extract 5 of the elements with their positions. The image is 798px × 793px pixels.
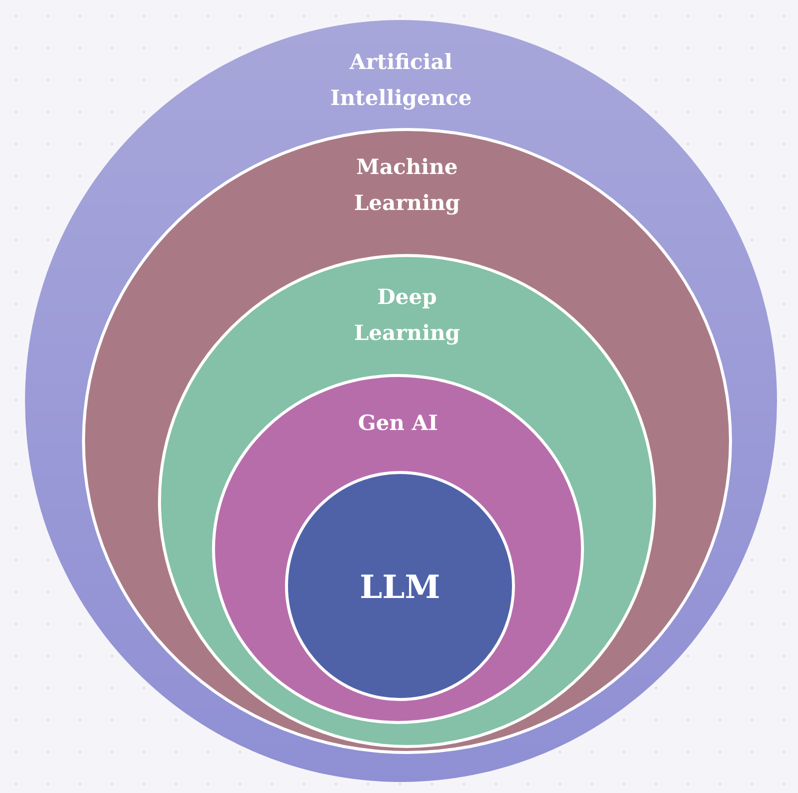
circle-label: Deep Learning	[353, 283, 461, 347]
circle-label: LLM	[360, 567, 440, 607]
circle-label: Gen AI	[358, 409, 438, 437]
circle-label: Machine Learning	[353, 153, 461, 217]
circle-label: Artificial Intelligence	[329, 48, 473, 112]
